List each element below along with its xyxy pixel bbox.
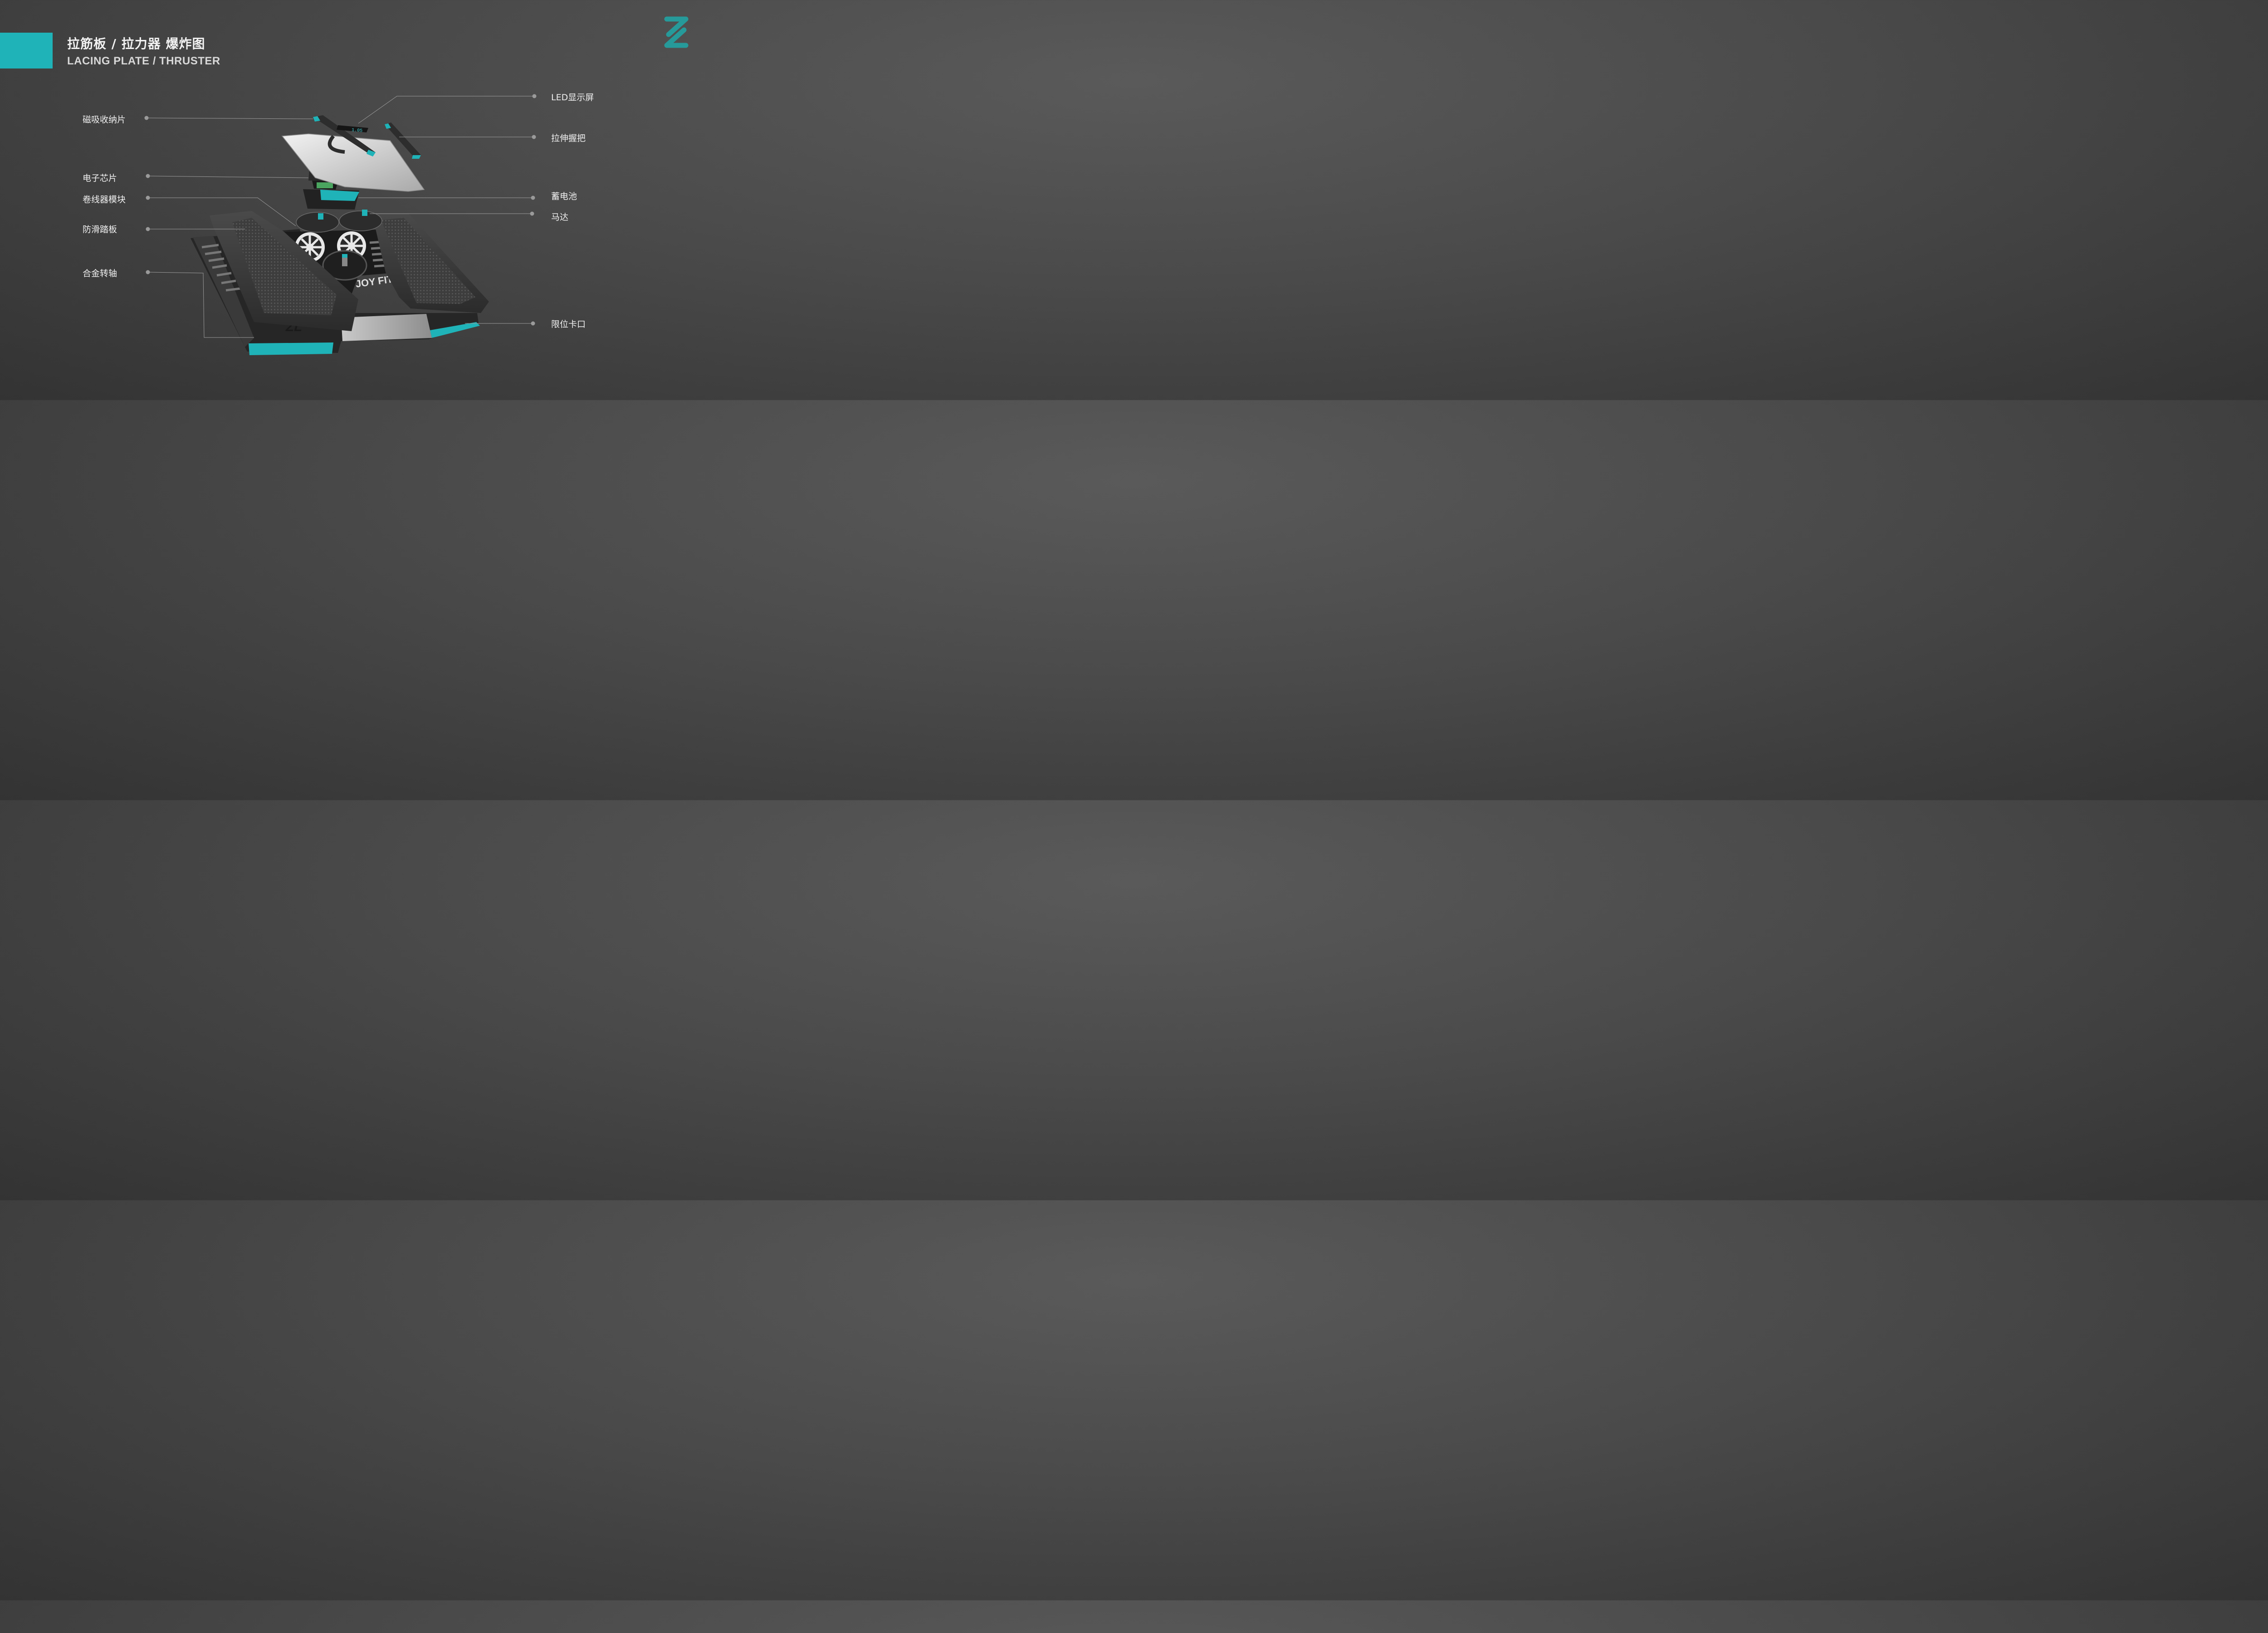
callout-winder: 卷线器模块 [83,195,126,205]
callout-chip: 电子芯片 [83,173,117,183]
zz-logo-icon [664,16,689,48]
device-base: JOY FIT ZL [191,211,489,355]
accent-bar [0,33,53,68]
motor-discs [296,210,382,233]
callout-led: LED显示屏 [551,93,594,103]
callout-battery: 蓄电池 [551,191,577,201]
callout-stopper: 限位卡口 [551,319,586,329]
callout-motor: 马达 [551,212,569,222]
led-display: 1.05 [337,125,368,134]
svg-text:1.05: 1.05 [352,128,363,134]
cover-plate [281,133,425,192]
callout-pedal: 防滑踏板 [83,225,117,235]
callout-magnet: 磁吸收纳片 [83,115,126,125]
callout-handle: 拉伸握把 [551,133,586,143]
page-subtitle: LACING PLATE / THRUSTER [67,55,220,67]
exploded-view-diagram: JOY FIT ZL 1.05 [144,94,537,355]
handle-left [313,115,376,156]
battery-stack [303,189,359,210]
leader-lines [146,96,534,338]
leader-dots [144,94,537,326]
page-title: 拉筋板 / 拉力器 爆炸图 [67,36,205,51]
callout-shaft: 合金转轴 [83,269,117,279]
handle-right [385,122,421,159]
